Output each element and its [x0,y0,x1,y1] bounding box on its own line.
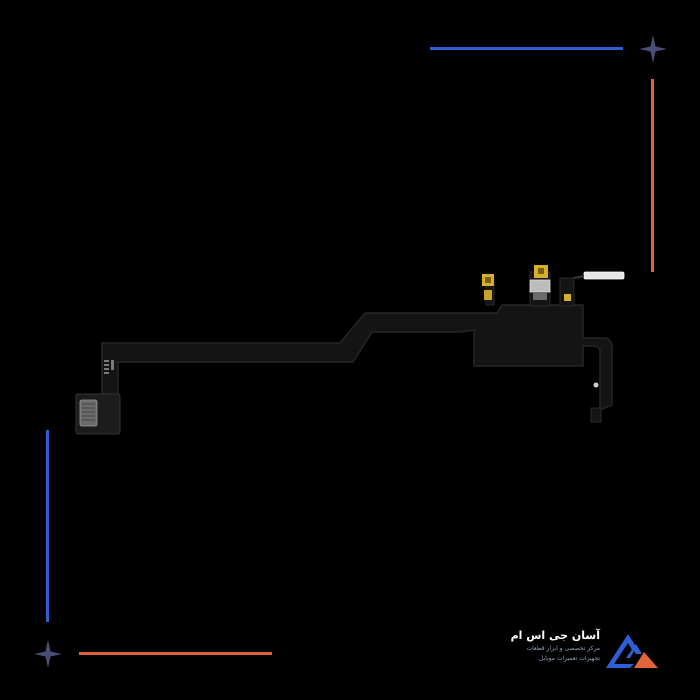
sensor-assembly [482,265,625,307]
gold-contact [564,294,571,301]
printed-markings [104,360,114,374]
four-point-star-icon [639,35,667,63]
metal-bracket [583,271,625,280]
frame-line-bottom-orange [79,652,272,655]
flex-cable-body [101,304,613,412]
gold-contact [484,290,492,300]
proximity-sensor [529,279,551,293]
right-tail-contacts [590,382,602,423]
triangle-logo-icon [606,634,658,668]
brand-watermark: آسان جی اس ام مرکز تخصصی و ابزار قطعات ت… [510,628,660,676]
four-point-star-icon [34,640,62,668]
brand-tagline-1: مرکز تخصصی و ابزار قطعات [526,645,600,652]
brand-tagline-2: تجهیزات تعمیرات موبایل [538,655,600,662]
brand-text: آسان جی اس ام مرکز تخصصی و ابزار قطعات ت… [510,628,600,664]
board-connector [79,399,98,427]
frame-line-left-blue [46,430,49,622]
brand-name: آسان جی اس ام [510,629,600,642]
connector-pins [82,403,95,421]
frame-line-right-orange [651,79,654,272]
frame-line-top-blue [430,47,623,50]
